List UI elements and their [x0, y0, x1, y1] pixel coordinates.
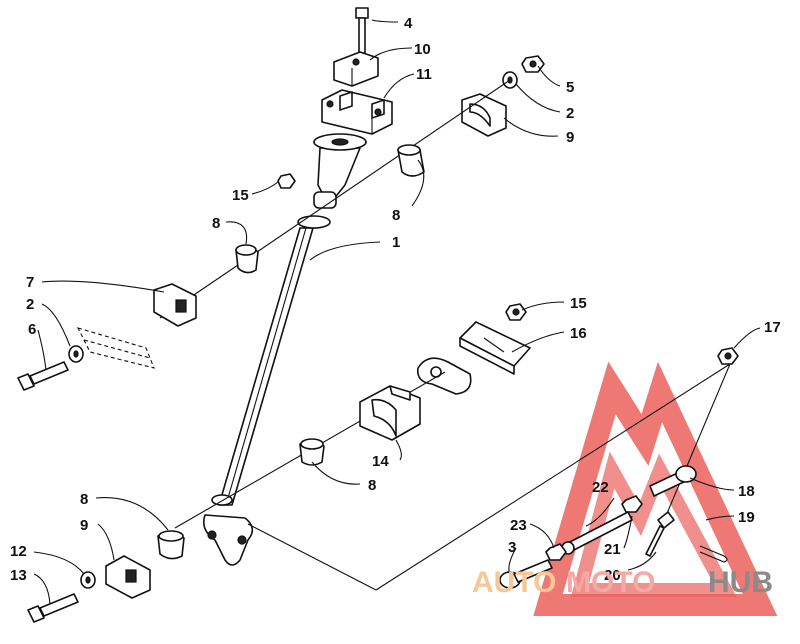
- bushing-8-lower: [157, 530, 185, 560]
- nut-5: [521, 55, 545, 73]
- nut-3: [499, 559, 553, 589]
- callout-1: 1: [392, 234, 400, 251]
- callout-5: 5: [566, 79, 574, 96]
- callout-22: 22: [592, 479, 609, 496]
- callout-4: 4: [404, 15, 413, 32]
- block-9-upper: [461, 93, 507, 137]
- callout-19: 19: [738, 509, 755, 526]
- nut-15-lower: [505, 303, 527, 321]
- callout-16: 16: [570, 325, 587, 342]
- watermark-logo: [533, 361, 778, 616]
- callout-13: 13: [10, 567, 27, 584]
- block-7: [153, 283, 197, 327]
- callout-6: 6: [28, 321, 36, 338]
- bushing-8-mid: [299, 438, 325, 466]
- callout-8-upper-left: 8: [212, 215, 220, 232]
- nut-21: [621, 495, 643, 513]
- watermark-hub: HUB: [708, 566, 773, 599]
- leader-lines: [33, 19, 761, 605]
- callout-14: 14: [372, 453, 389, 470]
- mount-plate: [416, 357, 472, 395]
- callout-2-upper: 2: [566, 105, 574, 122]
- nut-15-upper: [277, 173, 296, 189]
- bushing-8-upper-left: [235, 244, 259, 274]
- washer-2-left: [68, 345, 84, 363]
- jam-nut-23: [545, 543, 567, 561]
- callout-2-left: 2: [26, 296, 34, 313]
- bolt-4: [355, 7, 369, 54]
- block-9-lower: [105, 555, 151, 599]
- callout-labels: 4 10 11 5 2 9 15 8 8 1 7 2 6 15 16 17 14…: [10, 15, 781, 584]
- clamp-block-10: [333, 51, 379, 87]
- bolt-13: [27, 593, 79, 623]
- watermark-auto: AUTO: [472, 566, 556, 599]
- plate-16: [459, 321, 531, 375]
- callout-12: 12: [10, 543, 27, 560]
- callout-10: 10: [414, 41, 431, 58]
- callout-20: 20: [604, 567, 621, 584]
- callout-21: 21: [604, 541, 621, 558]
- frame-bracket-left: [76, 327, 155, 369]
- washer-12: [80, 571, 96, 589]
- callout-11: 11: [416, 66, 432, 83]
- callout-8-upper-right: 8: [392, 207, 400, 224]
- callout-9-lower: 9: [80, 517, 88, 534]
- clamp-block-11: [321, 89, 393, 135]
- callout-9-upper: 9: [566, 129, 574, 146]
- bolt-6: [17, 361, 69, 391]
- bolt-20: [645, 511, 675, 557]
- callout-17: 17: [764, 319, 781, 336]
- callout-7: 7: [26, 274, 34, 291]
- steering-shaft: [202, 133, 367, 566]
- callout-23: 23: [510, 517, 527, 534]
- cotter-pin-19: [699, 545, 728, 563]
- watermark-text: AUTO MOTO HUB: [472, 566, 773, 599]
- callout-8-mid: 8: [368, 477, 376, 494]
- callout-15-lower: 15: [570, 295, 587, 312]
- watermark-moto: MOTO: [566, 566, 655, 599]
- callout-3: 3: [508, 539, 516, 556]
- nut-17: [717, 347, 739, 365]
- callout-15-upper: 15: [232, 187, 249, 204]
- block-14: [359, 385, 421, 441]
- bushing-8-upper-right: [397, 144, 425, 177]
- callout-18: 18: [738, 483, 755, 500]
- callout-8-lower: 8: [80, 491, 88, 508]
